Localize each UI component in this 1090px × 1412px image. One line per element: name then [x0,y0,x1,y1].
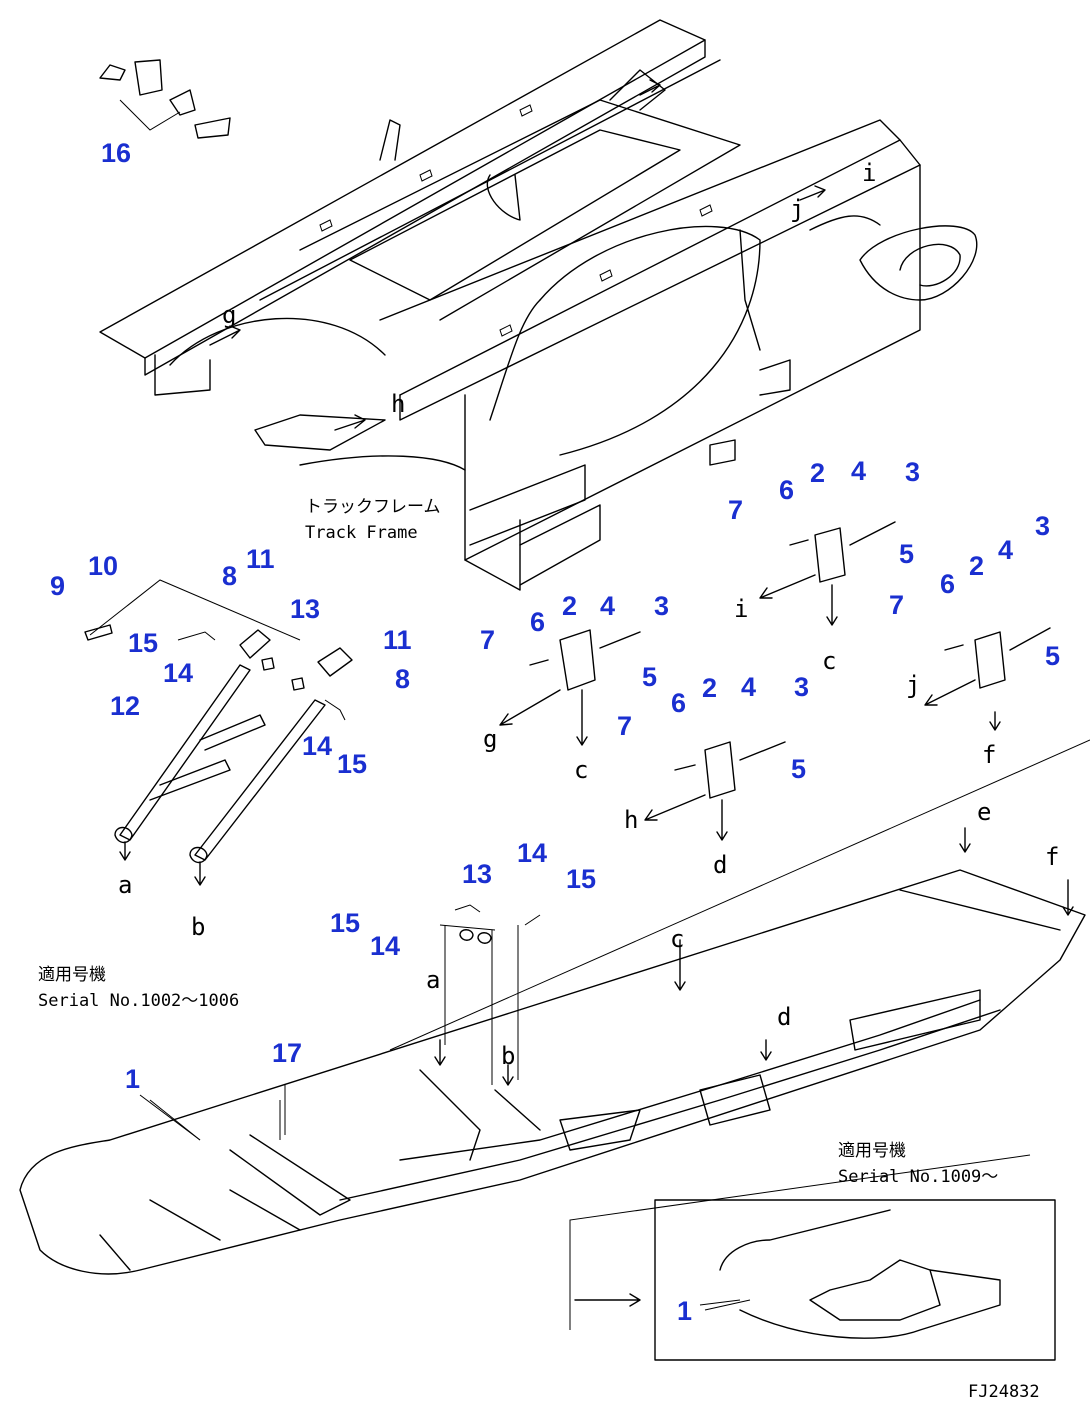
callout-10[interactable]: 10 [88,551,119,581]
callout-6[interactable]: 6 [779,475,795,505]
callout-8[interactable]: 8 [395,664,411,694]
callout-12[interactable]: 12 [110,691,141,721]
ref-letter-d: d [713,851,728,879]
callout-2[interactable]: 2 [969,551,985,581]
ref-letter-g: g [222,301,237,329]
callout-15[interactable]: 15 [128,628,159,658]
callout-2[interactable]: 2 [562,591,578,621]
inset-drawing [569,1154,1056,1361]
ref-letter-a: a [118,871,133,899]
callout-15[interactable]: 15 [337,749,368,779]
part-1-guard-drawing [19,739,1090,1275]
callout-17[interactable]: 17 [272,1038,303,1068]
ref-letter-b: b [191,913,206,941]
track-frame-label-jp: トラックフレーム [305,497,441,517]
callout-2[interactable]: 2 [702,673,718,703]
callout-7[interactable]: 7 [480,625,496,655]
callout-3[interactable]: 3 [1035,511,1051,541]
callout-13[interactable]: 13 [290,594,321,624]
ref-letter-j: j [790,195,805,223]
callout-3[interactable]: 3 [654,591,670,621]
callout-13[interactable]: 13 [462,859,493,889]
ref-letter-h: h [624,806,639,834]
callout-6[interactable]: 6 [940,569,956,599]
track-frame-label-en: Track Frame [305,523,418,543]
ref-letter-i: i [734,595,749,623]
callout-15[interactable]: 15 [330,908,361,938]
callout-14[interactable]: 14 [517,838,548,868]
ref-letter-c: c [670,925,685,953]
callout-14[interactable]: 14 [302,731,333,761]
ref-letter-c: c [574,756,589,784]
ref-letter-j: j [906,671,921,699]
callout-6[interactable]: 6 [671,688,687,718]
drawing-code: FJ24832 [968,1382,1040,1402]
callout-5[interactable]: 5 [642,662,658,692]
track-frame-drawing [99,19,978,591]
serial-new-label-jp: 適用号機 [838,1141,906,1161]
callout-7[interactable]: 7 [617,711,633,741]
serial-old-label-jp: 適用号機 [38,965,106,985]
callout-4[interactable]: 4 [741,672,757,702]
callout-2[interactable]: 2 [810,458,826,488]
ref-letter-a: a [426,966,441,994]
part-16-drawing [99,59,231,139]
callout-8[interactable]: 8 [222,561,238,591]
callout-5[interactable]: 5 [899,539,915,569]
ref-letter-f: f [982,741,997,769]
callout-5[interactable]: 5 [1045,641,1061,671]
callout-14[interactable]: 14 [370,931,401,961]
callout-4[interactable]: 4 [600,591,616,621]
callout-16[interactable]: 16 [101,138,132,168]
leader-lines [139,1085,751,1311]
callout-7[interactable]: 7 [728,495,744,525]
ref-letter-d: d [777,1003,792,1031]
callout-7[interactable]: 7 [889,590,905,620]
callout-1[interactable]: 1 [125,1064,141,1094]
callout-11[interactable]: 11 [383,625,412,655]
callout-9[interactable]: 9 [50,571,66,601]
serial-old-label-en: Serial No.1002～1006 [38,991,240,1011]
callout-6[interactable]: 6 [530,607,546,637]
ref-letter-g: g [483,725,498,753]
callout-3[interactable]: 3 [905,457,921,487]
callout-5[interactable]: 5 [791,754,807,784]
callout-14[interactable]: 14 [163,658,194,688]
ref-letter-f: f [1045,843,1060,871]
part-12-frame-drawing [84,579,353,886]
callout-1[interactable]: 1 [677,1296,693,1326]
ref-letter-e: e [977,798,992,826]
callout-4[interactable]: 4 [851,456,867,486]
ref-letter-i: i [862,159,877,187]
ref-letter-c: c [822,647,837,675]
callout-15[interactable]: 15 [566,864,597,894]
serial-new-label-en: Serial No.1009～ [838,1167,999,1187]
callout-11[interactable]: 11 [246,544,275,574]
ref-letter-b: b [501,1042,516,1070]
callout-4[interactable]: 4 [998,535,1014,565]
callout-3[interactable]: 3 [794,672,810,702]
bracket-sets-drawing [499,521,1074,1061]
ref-letter-h: h [391,390,406,418]
